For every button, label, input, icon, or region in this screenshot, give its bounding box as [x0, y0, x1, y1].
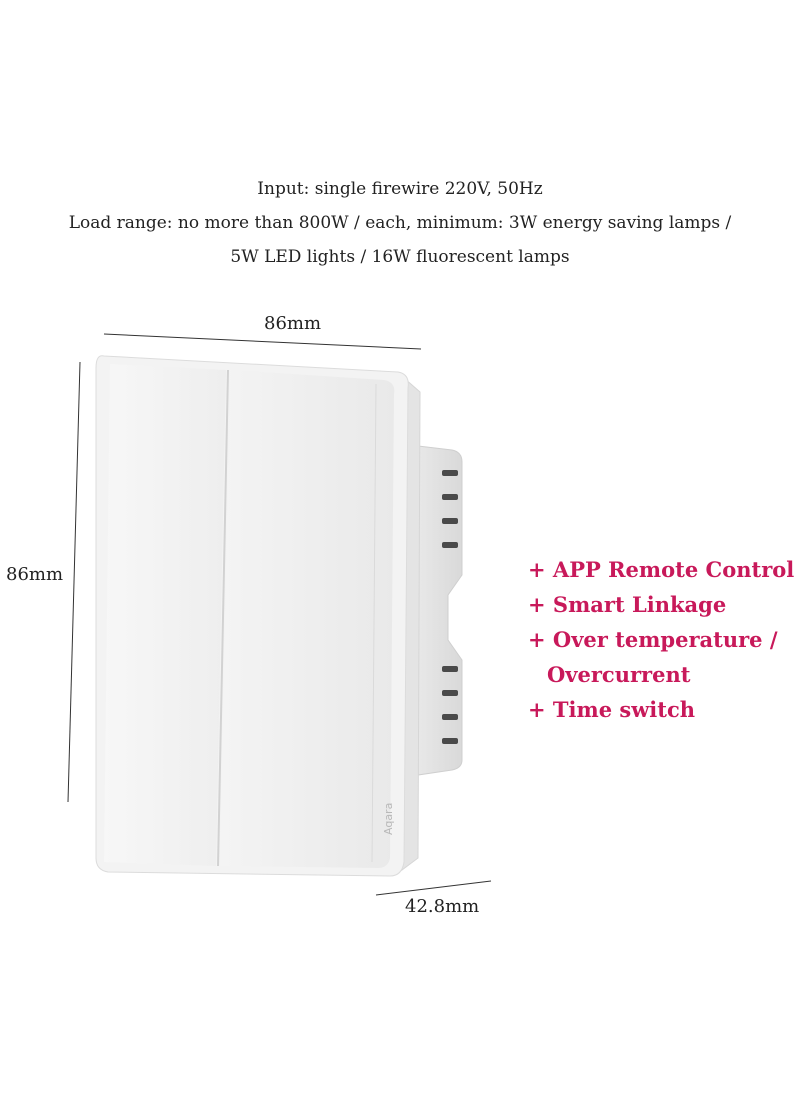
- spec-lamps-line: 5W LED lights / 16W fluorescent lamps: [230, 247, 570, 267]
- width-dimension-line: [103, 333, 422, 350]
- width-dimension-label: 86mm: [264, 313, 322, 334]
- height-dimension-label: 86mm: [6, 564, 64, 585]
- brand-logo: Aqara: [382, 803, 395, 835]
- feature-smart-linkage: + Smart Linkage: [528, 592, 727, 617]
- feature-app-remote-control: + APP Remote Control: [528, 557, 795, 582]
- right-rocker-button: [220, 370, 395, 868]
- depth-dimension-label: 42.8mm: [405, 896, 480, 917]
- feature-list: + APP Remote Control + Smart Linkage + O…: [528, 552, 794, 727]
- spec-input-line: Input: single firewire 220V, 50Hz: [257, 179, 543, 199]
- frame-edge-line: [371, 383, 377, 863]
- feature-overcurrent: Overcurrent: [547, 662, 691, 687]
- depth-dimension-line: [375, 880, 492, 896]
- left-rocker-button: [104, 364, 226, 866]
- spec-load-range-line: Load range: no more than 800W / each, mi…: [68, 213, 732, 233]
- feature-over-temperature: + Over temperature /: [528, 627, 778, 652]
- specification-text: Input: single firewire 220V, 50Hz Load r…: [0, 172, 800, 274]
- rocker-divider: [217, 369, 229, 867]
- feature-time-switch: + Time switch: [528, 697, 696, 722]
- height-dimension-line: [67, 361, 81, 803]
- switch-back-housing: [417, 445, 463, 776]
